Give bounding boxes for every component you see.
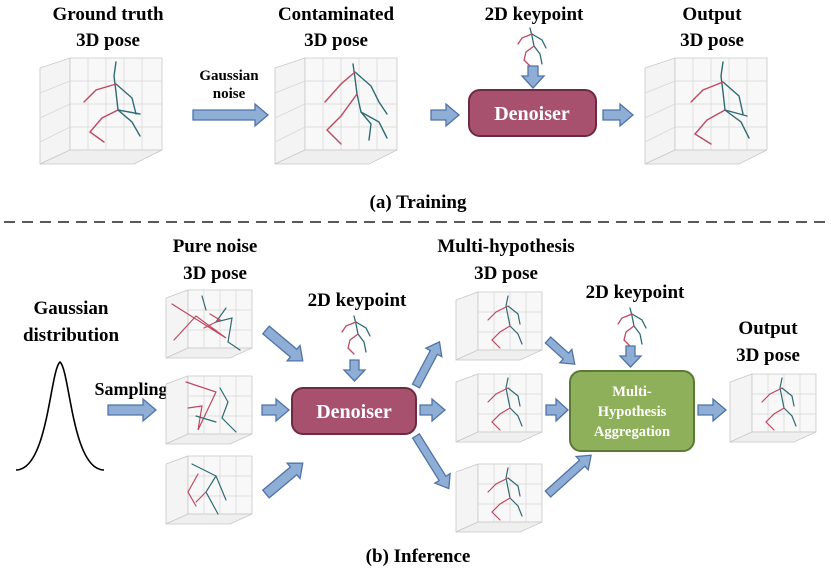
training-caption: (a) Training bbox=[370, 192, 467, 213]
gaussian-dist-label-line2: distribution bbox=[23, 325, 120, 346]
gaussian-noise-arrow bbox=[192, 102, 270, 128]
denoiser-to-output-arrow bbox=[602, 102, 635, 128]
hyp-to-agg-arrow-2 bbox=[545, 397, 569, 423]
infer-output-label-line1: Output bbox=[738, 318, 798, 339]
infer-denoiser-box bbox=[291, 387, 417, 435]
contaminated-pose-plot bbox=[274, 57, 398, 165]
sampling-label: Sampling bbox=[94, 379, 167, 399]
keypoint-to-denoiser-arrow bbox=[520, 65, 546, 89]
hypothesis-plot-1 bbox=[455, 291, 543, 361]
noise-to-denoiser-arrow-2 bbox=[261, 397, 291, 423]
agg-to-output-arrow bbox=[697, 397, 728, 423]
pure-noise-plot-3 bbox=[165, 455, 253, 525]
agg-keypoint-label: 2D keypoint bbox=[586, 282, 685, 303]
train-output-label-line1: Output bbox=[682, 4, 742, 25]
gt-pose-plot bbox=[39, 57, 163, 165]
multi-hyp-label-line2: 3D pose bbox=[474, 263, 538, 284]
cont-label-line2: 3D pose bbox=[304, 30, 368, 51]
noise-to-denoiser-arrow-1 bbox=[261, 325, 304, 362]
agg-keypoint-arrow bbox=[618, 345, 643, 368]
infer-keypoint-label: 2D keypoint bbox=[308, 290, 407, 311]
cont-to-denoiser-arrow bbox=[430, 102, 461, 128]
denoiser-to-hyp-arrow-3 bbox=[411, 432, 451, 490]
train-denoiser-box bbox=[468, 89, 597, 137]
infer-output-pose-plot bbox=[729, 373, 817, 443]
sampling-arrow bbox=[107, 397, 158, 423]
gt-label-line2: 3D pose bbox=[76, 30, 140, 51]
agg-keypoint-figure bbox=[617, 307, 647, 347]
train-output-label-line2: 3D pose bbox=[680, 30, 744, 51]
pure-noise-label-line1: Pure noise bbox=[173, 236, 258, 257]
infer-output-label-line2: 3D pose bbox=[736, 345, 800, 366]
gaussian-dist-label-line1: Gaussian bbox=[34, 298, 109, 319]
infer-keypoint-arrow bbox=[342, 359, 367, 382]
denoiser-to-hyp-arrow-1 bbox=[411, 340, 443, 389]
train-denoiser-label: Denoiser bbox=[494, 103, 570, 125]
infer-keypoint-figure bbox=[341, 315, 371, 355]
gaussian-noise-label-line1: Gaussian bbox=[199, 68, 259, 84]
aggregation-label-line2: Hypothesis bbox=[598, 404, 667, 420]
hypothesis-plot-2 bbox=[455, 373, 543, 443]
aggregation-label-line1: Multi- bbox=[612, 384, 652, 400]
hyp-to-agg-arrow-1 bbox=[544, 336, 576, 365]
gaussian-curve bbox=[15, 360, 105, 471]
aggregation-label-line3: Aggregation bbox=[594, 424, 670, 440]
cont-label-line1: Contaminated bbox=[278, 4, 395, 25]
infer-denoiser-label: Denoiser bbox=[316, 401, 392, 423]
denoiser-to-hyp-arrow-2 bbox=[419, 397, 447, 423]
gaussian-noise-label-line2: noise bbox=[213, 86, 246, 102]
pure-noise-plot-2 bbox=[165, 375, 253, 445]
train-keypoint-figure bbox=[517, 27, 547, 67]
multi-hyp-label-line1: Multi-hypothesis bbox=[437, 236, 574, 257]
pure-noise-label-line2: 3D pose bbox=[183, 263, 247, 284]
hypothesis-plot-3 bbox=[455, 463, 543, 533]
noise-to-denoiser-arrow-3 bbox=[261, 462, 304, 499]
hyp-to-agg-arrow-3 bbox=[544, 454, 592, 498]
gt-label-line1: Ground truth bbox=[52, 4, 163, 25]
train-output-pose-plot bbox=[644, 57, 768, 165]
pure-noise-plot-1 bbox=[165, 289, 253, 359]
train-keypoint-label: 2D keypoint bbox=[485, 4, 584, 25]
inference-caption: (b) Inference bbox=[366, 546, 471, 567]
aggregation-box bbox=[569, 370, 695, 452]
